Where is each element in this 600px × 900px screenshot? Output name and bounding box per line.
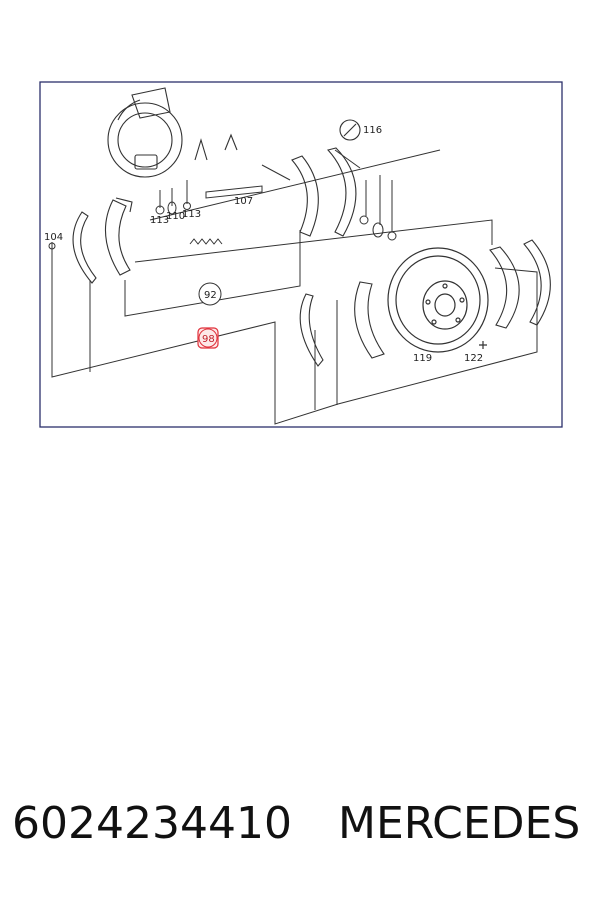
callout-92-ring (198, 282, 222, 306)
callout-119: 119 (413, 353, 432, 364)
wrench-icon (339, 119, 361, 141)
callout-107: 107 (234, 196, 253, 207)
backing-plate (107, 87, 238, 178)
hardware-clips (359, 215, 397, 241)
callout-122: 122 (464, 353, 483, 364)
brake-shoe-center (291, 147, 385, 367)
brake-shoe-right (489, 239, 551, 329)
exploded-parts-diagram: 104 92 98 107 110 113 113 116 119 122 (39, 81, 563, 428)
hardware-springs (48, 164, 291, 250)
callout-98-highlight (197, 327, 219, 349)
product-caption: 6024234410 MERCEDES (0, 798, 600, 868)
diagram-frame (39, 81, 563, 428)
brake-shoe-left (72, 197, 133, 284)
callout-98[interactable]: 98 (202, 334, 215, 345)
callout-104: 104 (44, 232, 63, 243)
callout-110: 110 (166, 211, 185, 222)
callout-113-b: 113 (182, 209, 201, 220)
brand-name: MERCEDES (338, 798, 581, 849)
leader-lines (51, 149, 538, 425)
part-number: 6024234410 (12, 798, 292, 849)
callout-116: 116 (363, 125, 382, 136)
brake-drum (387, 247, 489, 353)
callout-98-ring (198, 328, 218, 348)
callout-113-a: 113 (150, 215, 169, 226)
callout-92: 92 (204, 290, 217, 301)
